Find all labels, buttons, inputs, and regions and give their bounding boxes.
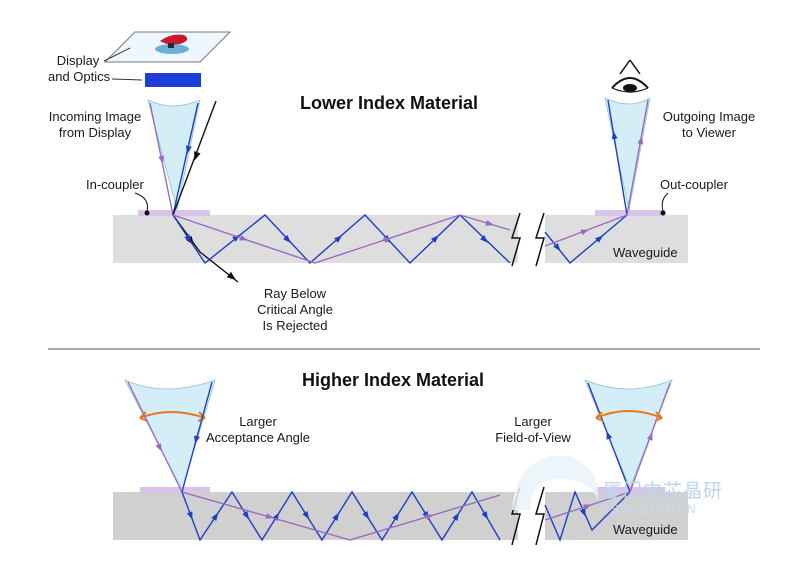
fov-arc: [595, 410, 663, 419]
purple-arrowheads: [172, 214, 494, 264]
fov-line1: Larger: [514, 414, 552, 429]
bottom-title: Higher Index Material: [302, 370, 485, 390]
incoupler-leader: [134, 192, 148, 212]
acceptance-arc: [139, 411, 206, 419]
watermark-english: CSW-XIAMEN: [600, 502, 698, 516]
display-panel: [103, 31, 232, 63]
output-cone-top: [604, 97, 651, 211]
top-title: Lower Index Material: [300, 93, 479, 113]
display-label-line2: and Optics: [48, 69, 111, 84]
output-cone-bottom: [584, 379, 673, 490]
outgoing-image-label: Outgoing Image to Viewer: [654, 109, 764, 141]
rejected-ray-label: Ray Below Critical Angle Is Rejected: [245, 286, 345, 334]
fov-line2: Field-of-View: [495, 430, 571, 445]
waveguide-slab-top-left: [113, 215, 518, 263]
watermark-logo: [512, 455, 599, 510]
purple-arrowheads-bottom: [181, 491, 434, 541]
rejected-line3: Is Rejected: [262, 318, 328, 333]
waveguide-label-bottom: Waveguide: [613, 522, 678, 537]
acceptance-angle-label: Larger Acceptance Angle: [198, 414, 318, 446]
waveguide-slab-bottom-right: [545, 492, 688, 540]
optics-leader: [111, 78, 143, 81]
fov-label: Larger Field-of-View: [488, 414, 578, 446]
rejected-line1: Ray Below: [263, 286, 327, 301]
outcoupler-label: Out-coupler: [660, 177, 728, 192]
input-cone-top: [147, 99, 201, 211]
incoupler-label: In-coupler: [86, 177, 144, 192]
break-mark: [534, 486, 545, 546]
display-leader: [103, 47, 131, 62]
outgoing-line2: to Viewer: [682, 125, 736, 140]
blue-arrowheads: [172, 214, 488, 264]
outcoupler-leader: [661, 192, 669, 212]
break-mark: [510, 212, 521, 267]
eye-icon: [611, 59, 649, 93]
incoming-line1: Incoming Image: [48, 109, 142, 124]
watermark-chinese: 厦门中芯晶研: [603, 480, 724, 502]
waveguide-slab-bottom-left: [113, 492, 518, 540]
input-ray-purple-bottom: [127, 381, 183, 493]
break-mark: [534, 212, 545, 267]
incoupler-grating-bottom: [140, 487, 210, 493]
acceptance-line1: Larger: [239, 414, 277, 429]
waveguide-label-top: Waveguide: [613, 245, 678, 260]
input-cone-bottom: [124, 379, 216, 492]
display-label: Display and Optics: [48, 53, 111, 85]
outgoing-line1: Outgoing Image: [662, 109, 756, 124]
blue-arrowheads-bottom: [181, 491, 489, 541]
optics-bar: [145, 73, 201, 87]
rejected-line2: Critical Angle: [257, 302, 333, 317]
input-ray-blue: [172, 102, 199, 216]
output-ray-blue: [607, 99, 628, 216]
incoming-line2: from Display: [58, 125, 132, 140]
outcoupler-grating-top: [595, 210, 665, 216]
output-ray-purple: [626, 99, 649, 216]
display-label-line1: Display: [56, 53, 100, 68]
incoming-image-label: Incoming Image from Display: [40, 109, 150, 141]
acceptance-line2: Acceptance Angle: [205, 430, 311, 445]
